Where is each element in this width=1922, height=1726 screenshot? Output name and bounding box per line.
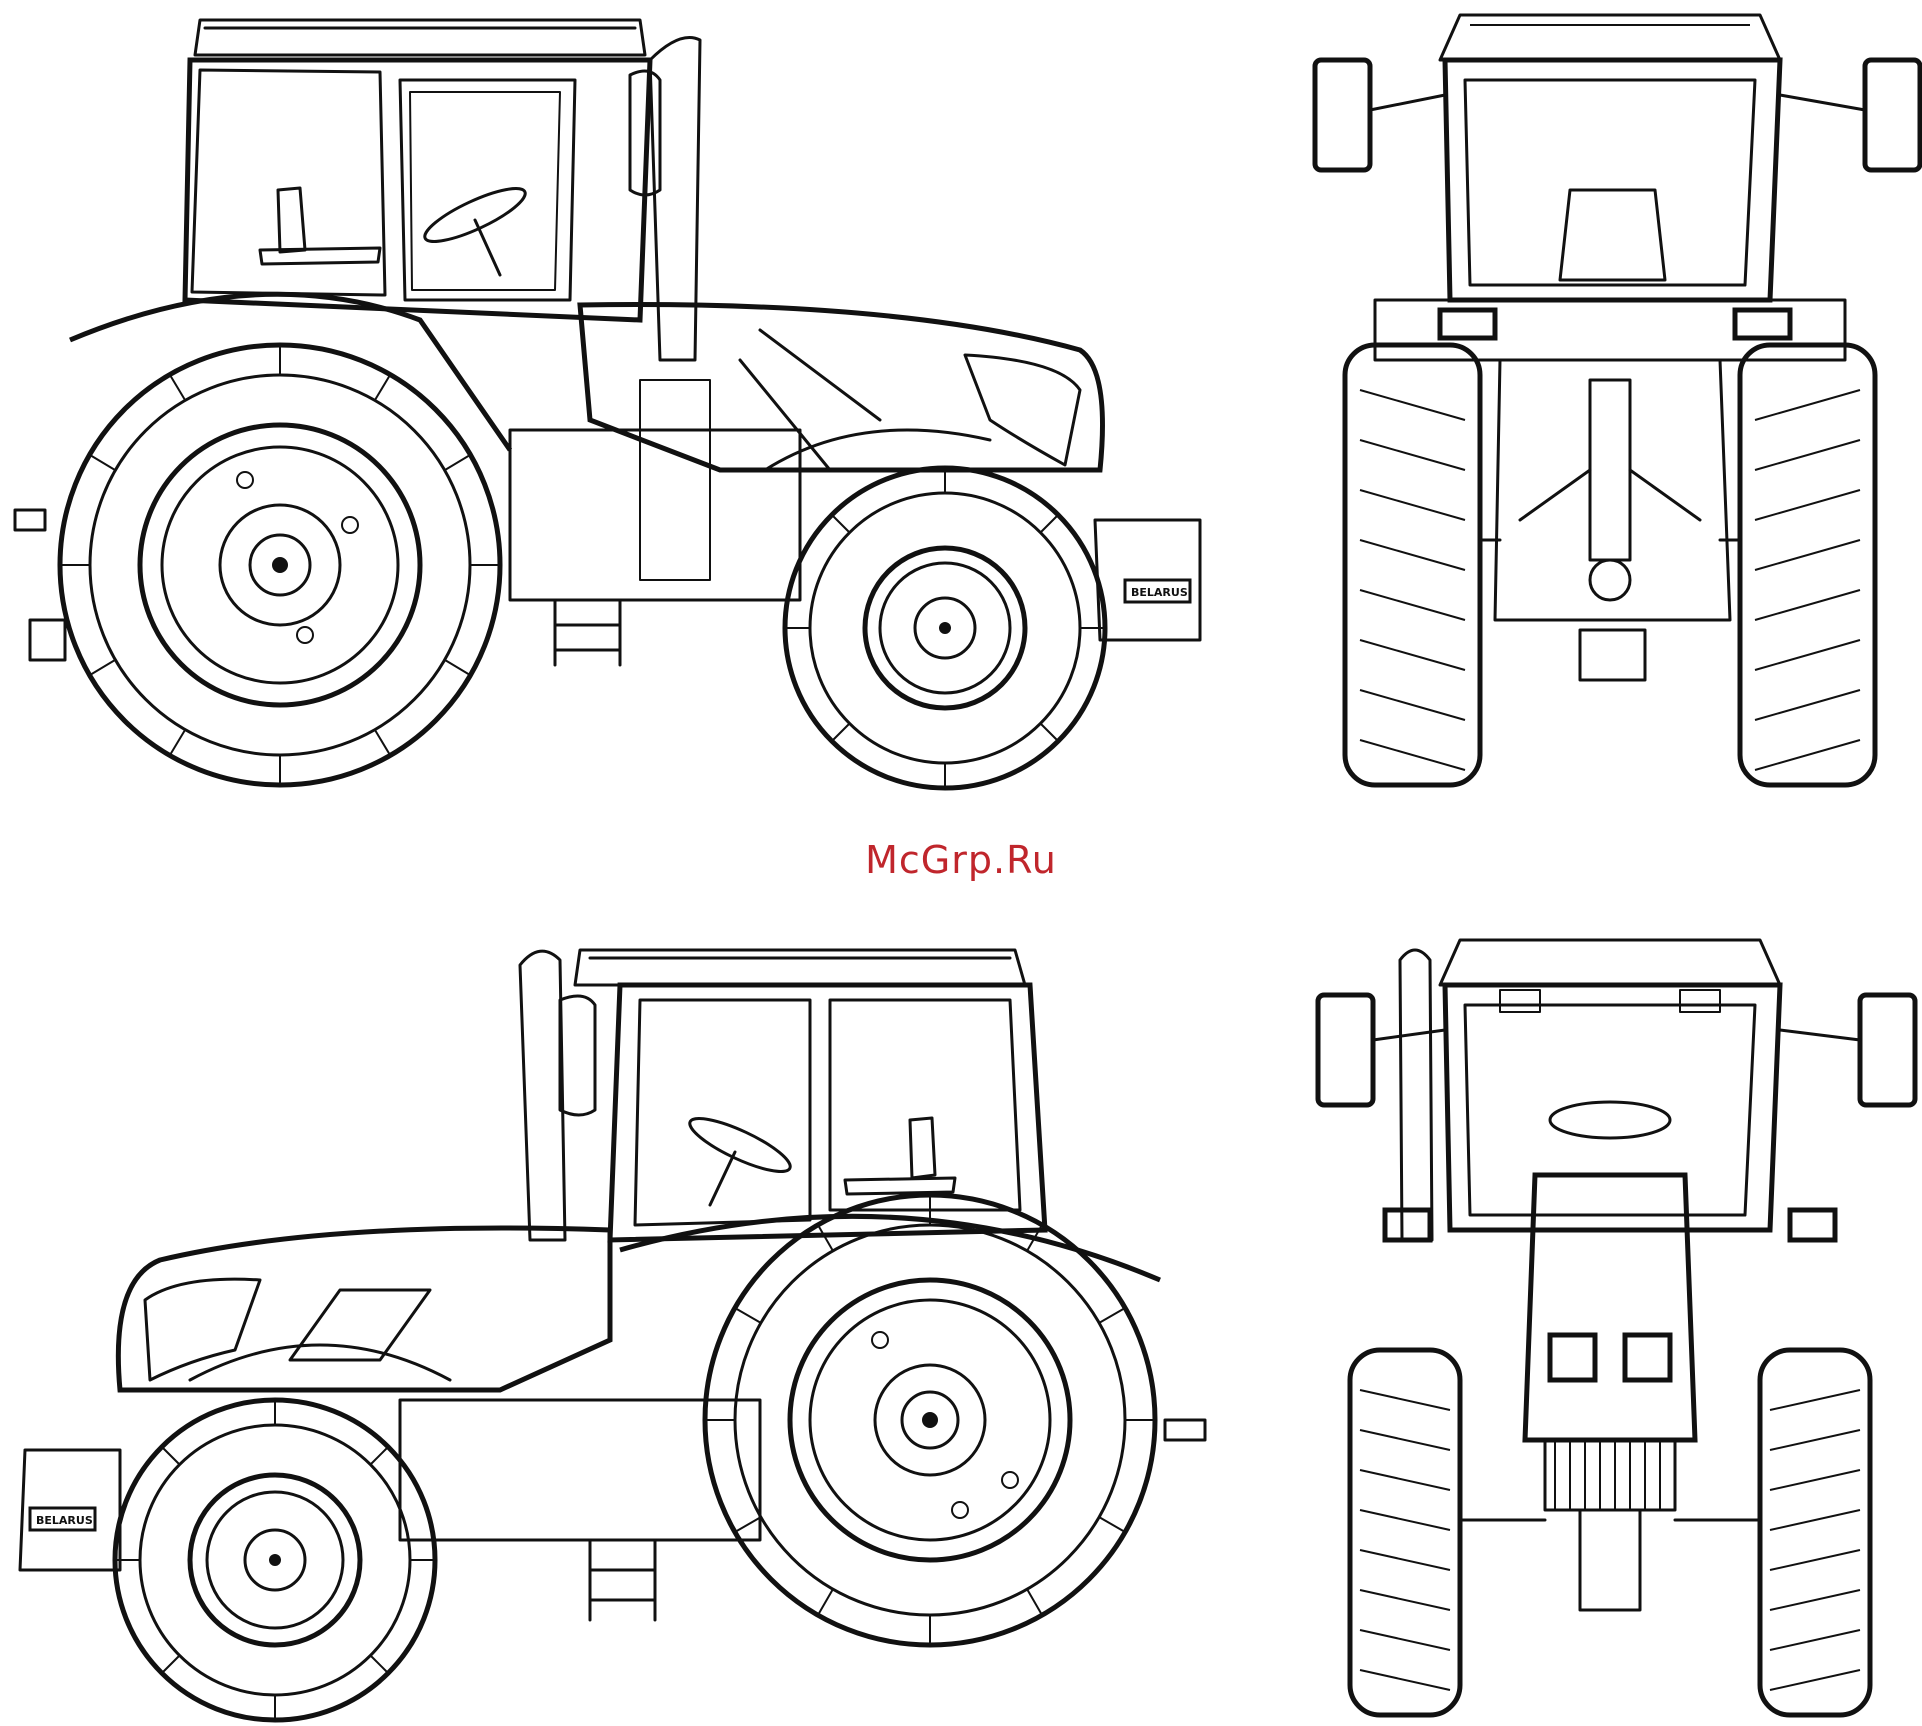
tractor-front-view bbox=[1315, 938, 1918, 1718]
watermark-text: McGrp.Ru bbox=[865, 838, 1057, 882]
brand-badge: BELARUS bbox=[36, 1514, 93, 1527]
tractor-side-view-left: BELARUS bbox=[18, 948, 1207, 1723]
tractor-rear-view bbox=[1312, 13, 1922, 788]
brand-badge: BELARUS bbox=[1131, 586, 1188, 599]
tractor-side-view-right: BELARUS bbox=[13, 18, 1202, 791]
